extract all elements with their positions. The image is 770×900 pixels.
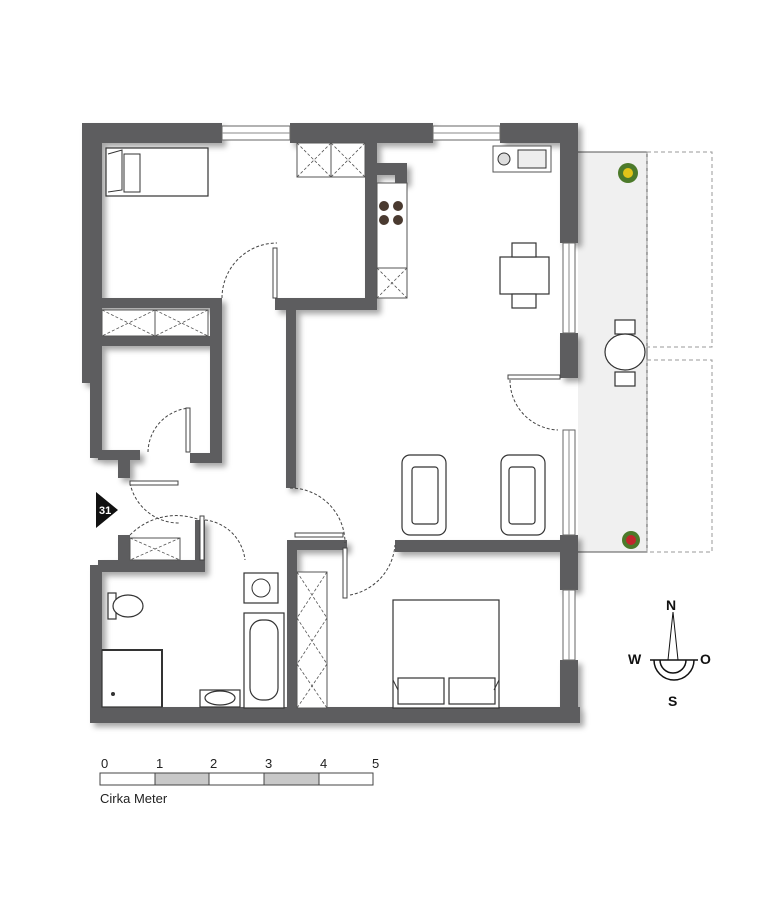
compass: N S W O [628, 597, 711, 709]
armchair-left [401, 454, 447, 536]
bed-double [392, 599, 500, 709]
closet-storage [101, 309, 209, 337]
wardrobe-bedroom-1 [296, 142, 366, 178]
windows [221, 125, 576, 661]
scale-tick-4: 4 [320, 756, 327, 771]
scale-tick-5: 5 [372, 756, 379, 771]
kitchen-counter [376, 182, 408, 299]
scale-tick-0: 0 [101, 756, 108, 771]
scale-bar: 0 1 2 3 4 5 Cirka Meter [99, 756, 379, 806]
scale-tick-1: 1 [156, 756, 163, 771]
compass-east: O [700, 651, 711, 667]
plant-icon [618, 163, 640, 549]
scale-label: Cirka Meter [100, 791, 168, 806]
bed-single [105, 147, 209, 197]
shower [101, 649, 163, 708]
compass-north: N [666, 597, 676, 613]
toilet [107, 592, 144, 620]
bathtub [243, 612, 285, 709]
dining-table [499, 242, 550, 309]
kitchen-sink [492, 145, 552, 173]
floor-area [82, 123, 578, 722]
unit-number: 31 [99, 505, 111, 517]
closet-bath [296, 571, 328, 709]
washing-machine [243, 572, 279, 604]
closet-hall [129, 537, 181, 561]
entrance-marker: 31 [96, 492, 118, 528]
scale-tick-3: 3 [265, 756, 272, 771]
scale-tick-2: 2 [210, 756, 217, 771]
walls [82, 123, 580, 723]
washbasin [199, 689, 241, 708]
balcony-table-set [604, 319, 646, 387]
compass-west: W [628, 651, 642, 667]
doors [129, 242, 561, 599]
compass-south: S [668, 693, 677, 709]
armchair-right [500, 454, 546, 536]
